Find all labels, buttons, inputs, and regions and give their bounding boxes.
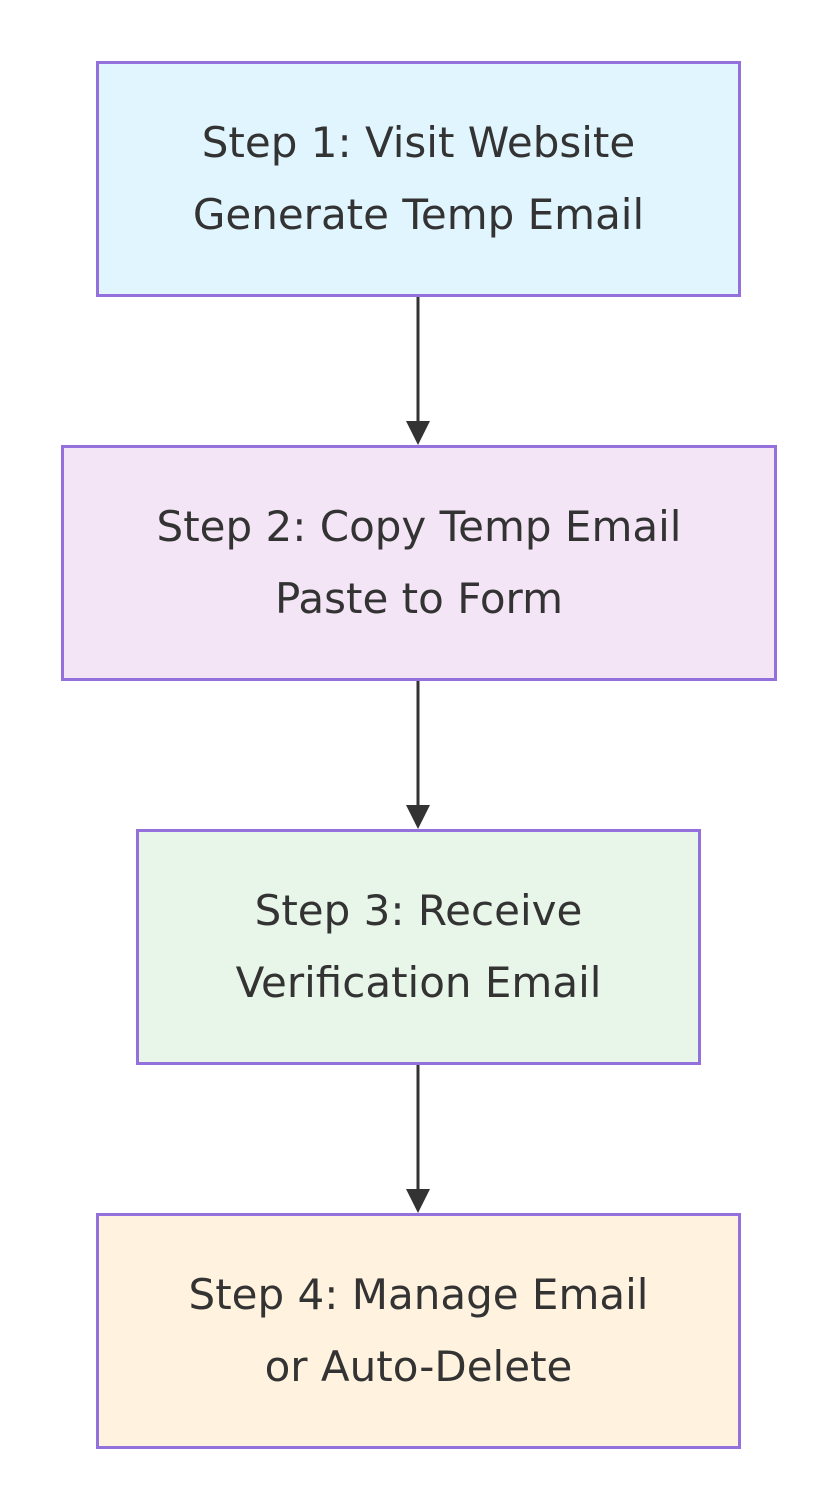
step-3-subtitle: Verification Email — [235, 958, 602, 1007]
step-3-node: Step 3: Receive Verification Email — [136, 829, 701, 1065]
arrowhead-icon — [406, 421, 430, 445]
step-2-title: Step 2: Copy Temp Email — [156, 502, 682, 551]
edge-step1-to-step2 — [406, 297, 430, 445]
edge-step3-to-step4 — [406, 1065, 430, 1213]
step-3-title: Step 3: Receive — [254, 886, 583, 935]
step-4-node: Step 4: Manage Email or Auto-Delete — [96, 1213, 741, 1449]
step-4-title: Step 4: Manage Email — [188, 1270, 649, 1319]
step-2-node: Step 2: Copy Temp Email Paste to Form — [61, 445, 777, 681]
step-1-title: Step 1: Visit Website — [201, 118, 636, 167]
edge-step2-to-step3 — [406, 681, 430, 829]
step-2-subtitle: Paste to Form — [274, 574, 564, 623]
arrowhead-icon — [406, 1189, 430, 1213]
step-4-subtitle: or Auto-Delete — [264, 1342, 573, 1391]
step-1-subtitle: Generate Temp Email — [192, 190, 645, 239]
arrowhead-icon — [406, 805, 430, 829]
step-1-node: Step 1: Visit Website Generate Temp Emai… — [96, 61, 741, 297]
